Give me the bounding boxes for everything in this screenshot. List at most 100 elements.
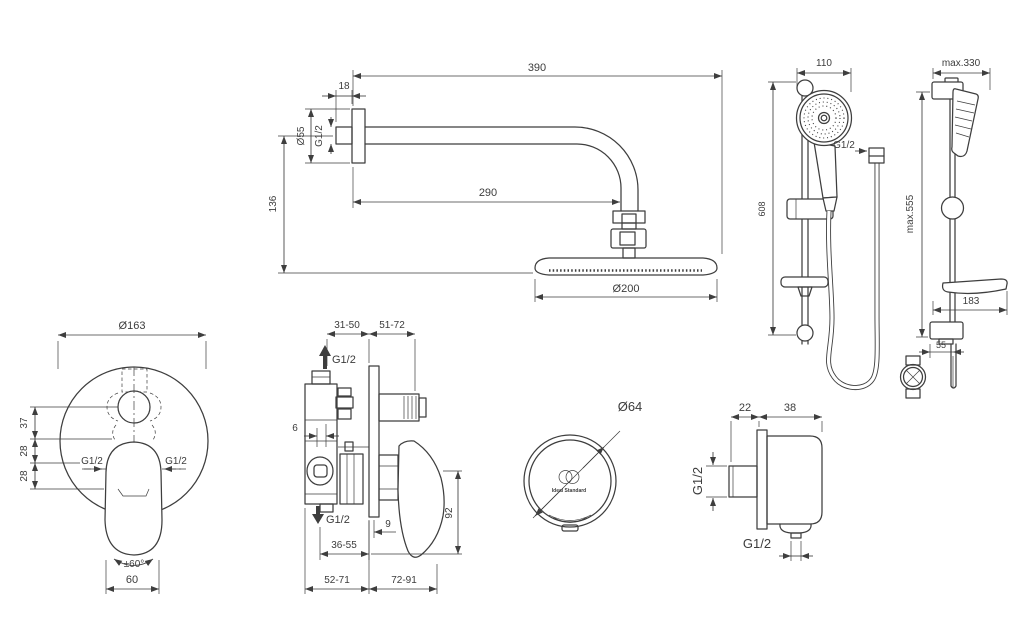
union-tab-top bbox=[905, 355, 921, 366]
hand-shower-face bbox=[795, 89, 853, 147]
soap-dish-foot bbox=[797, 286, 813, 297]
valve-port-inner bbox=[313, 464, 328, 478]
shelf-side bbox=[941, 278, 1008, 295]
shower-arm-outer bbox=[364, 126, 639, 212]
union-tab-bottom bbox=[905, 388, 921, 399]
escutcheon-outer bbox=[523, 434, 617, 528]
dim-offset-mid-label: 28 bbox=[19, 445, 30, 457]
brand-logo-text: Ideal Standard bbox=[552, 488, 586, 494]
rail-bottom-bracket bbox=[929, 321, 964, 340]
brand-logo-icon bbox=[565, 470, 580, 484]
dim-plate-gap-label: 9 bbox=[385, 519, 391, 530]
ext-lines-plate-dia bbox=[57, 341, 207, 369]
dim-escutcheon-dia-label: Ø64 bbox=[618, 399, 643, 414]
union-cross bbox=[905, 369, 921, 385]
dim-depth-e-label: 72-91 bbox=[391, 575, 417, 586]
face-cap bbox=[817, 111, 831, 125]
ext-lines-elbow-bottom bbox=[790, 541, 802, 561]
handle-side-profile bbox=[397, 440, 445, 558]
dim-offset6-label: 6 bbox=[292, 423, 298, 434]
view-escutcheon: Ø64 Ideal Standard bbox=[523, 399, 643, 532]
ext-lines-offset bbox=[929, 344, 954, 388]
ext-lines-height bbox=[278, 135, 533, 274]
escutcheon-tab bbox=[561, 524, 579, 532]
escutcheon-inner bbox=[528, 439, 612, 523]
handle-cone bbox=[822, 196, 838, 212]
union-ring-1 bbox=[337, 387, 352, 397]
dim-offset-top-label: 37 bbox=[19, 417, 30, 429]
wall-flange bbox=[351, 108, 366, 164]
handle-seam bbox=[117, 488, 150, 497]
dim-reach-top-label: max.330 bbox=[942, 58, 981, 69]
elbow-nipple bbox=[728, 465, 758, 498]
dia-arrow-ne bbox=[582, 446, 605, 469]
dim-depth-d-label: 52-71 bbox=[324, 575, 350, 586]
elbow-flange bbox=[756, 429, 768, 530]
dim-swing-label: ±60° bbox=[124, 559, 145, 570]
ext-lines-offset6 bbox=[316, 424, 327, 447]
ext-lines-offsets bbox=[30, 406, 118, 490]
dim-elbow-depth-a-label: 22 bbox=[739, 402, 751, 414]
arm-neck bbox=[621, 222, 637, 230]
union-ring-3 bbox=[337, 408, 352, 420]
soap-dish bbox=[780, 276, 829, 288]
ball-joint bbox=[619, 231, 636, 246]
thread-nipple bbox=[335, 126, 353, 145]
elbow-outlet-nub bbox=[790, 532, 802, 539]
rail-bottom-knob bbox=[796, 324, 814, 342]
dim-flange-depth-label: 18 bbox=[338, 81, 350, 92]
dim-depth-a-label: 31-50 bbox=[334, 320, 360, 331]
spray-dots bbox=[811, 105, 837, 131]
dim-wall-offset-label: 55 bbox=[936, 340, 946, 350]
dim-projection-label: 290 bbox=[479, 187, 497, 199]
dim-offset-low-label: 28 bbox=[19, 470, 30, 482]
dim-arm-length-label: 390 bbox=[528, 62, 546, 74]
view-overhead-shower: 390 18 Ø55 G1/2 136 290 Ø200 bbox=[268, 62, 723, 302]
dim-rail-height-label: 608 bbox=[757, 201, 767, 216]
dim-height-label: 136 bbox=[268, 195, 279, 212]
dim-thread-left-label: G1/2 bbox=[81, 456, 103, 467]
dim-handle-len-label: 92 bbox=[444, 507, 455, 519]
handle-hub bbox=[378, 454, 399, 501]
body-lines bbox=[305, 419, 337, 495]
escutcheon-lens bbox=[548, 514, 592, 523]
dim-thread-top-label: G1/2 bbox=[332, 354, 356, 366]
cartridge-extension bbox=[339, 453, 364, 505]
view-rail-front: G1/2 110 608 bbox=[757, 58, 885, 390]
connector-pin-head bbox=[344, 441, 354, 452]
face-cap-center bbox=[820, 114, 828, 122]
dia-arrow-sw bbox=[534, 490, 561, 517]
bracket-foot bbox=[938, 338, 954, 345]
ext-lines-flange bbox=[335, 90, 353, 122]
dim-thread-bottom-label: G1/2 bbox=[326, 514, 350, 526]
valve-port bbox=[306, 456, 334, 486]
dim-elbow-thread-bottom-label: G1/2 bbox=[743, 536, 771, 551]
head-stem bbox=[622, 247, 636, 259]
view-wall-elbow: 22 38 G1/2 G1/2 bbox=[690, 402, 823, 561]
dim-elbow-depth-b-label: 38 bbox=[784, 402, 796, 414]
shower-hose-inner bbox=[826, 163, 879, 390]
ext-lines-elbow-thread bbox=[706, 465, 727, 498]
dim-thread-right-label: G1/2 bbox=[165, 456, 187, 467]
shower-arm-inner bbox=[364, 143, 622, 212]
arm-collar bbox=[612, 210, 646, 224]
ext-lines-top bbox=[326, 339, 416, 391]
brand-logo-icon bbox=[558, 470, 573, 484]
face-ring bbox=[799, 93, 849, 143]
dim-depth-c-label: 36-55 bbox=[331, 540, 357, 551]
dim-head-width-label: 110 bbox=[816, 58, 832, 69]
rough-in-dashed bbox=[121, 368, 148, 393]
spray-dots bbox=[807, 101, 841, 135]
shower-head bbox=[534, 257, 718, 276]
handle-hub-lines bbox=[379, 465, 398, 490]
outlet-cap bbox=[418, 397, 427, 418]
flow-arrow-down bbox=[312, 506, 324, 524]
dim-height-side-label: max.555 bbox=[905, 194, 916, 233]
dim-hose-thread-label: G1/2 bbox=[833, 140, 855, 151]
hand-shower-profile bbox=[951, 88, 979, 158]
union-ring-2 bbox=[335, 396, 354, 409]
dim-depth-b-label: 51-72 bbox=[379, 320, 405, 331]
outlet-thread bbox=[403, 396, 417, 419]
inlet-stub bbox=[311, 370, 331, 385]
